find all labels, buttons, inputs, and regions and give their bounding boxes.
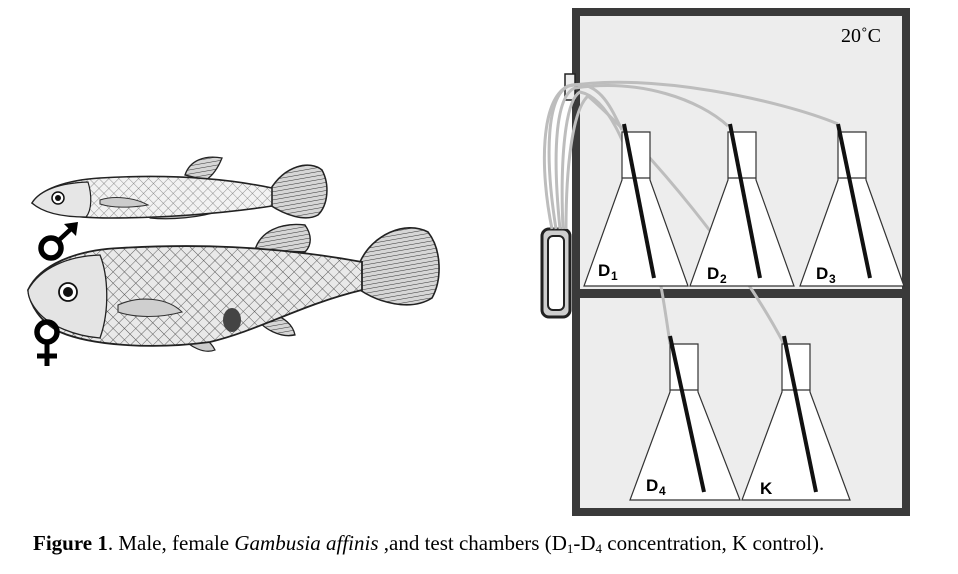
flask-d2: D 2 [689, 123, 795, 287]
temperature-label: 20˚C [841, 25, 881, 47]
species-name: Gambusia affinis [234, 531, 379, 555]
caption-text-3: -D [573, 531, 596, 555]
flask-label: D [646, 476, 658, 495]
flask-d3: D 3 [799, 123, 905, 287]
caption-sub-2: 4 [595, 541, 603, 556]
flask-d4: D 4 [629, 335, 741, 501]
caption-sub-1: 1 [566, 541, 574, 556]
female-symbol-icon [34, 319, 60, 366]
flask-label: D [816, 264, 828, 283]
flask-label: D [598, 261, 610, 280]
caption-text-2: ,and test chambers (D [378, 531, 567, 555]
female-fish-illustration [27, 223, 440, 352]
flask-label-sub: 2 [720, 272, 727, 286]
flask-label-sub: 3 [829, 272, 836, 286]
figure-number: Figure 1 [33, 531, 108, 555]
figure-caption: Figure 1. Male, female Gambusia affinis … [33, 529, 953, 557]
male-fish-illustration [30, 156, 328, 220]
flask-d1: D 1 [583, 123, 689, 287]
caption-text-1: . Male, female [107, 531, 235, 555]
flask-label: K [760, 479, 773, 498]
flask-label: D [707, 264, 719, 283]
flask-k: K [741, 335, 851, 501]
flask-label-sub: 1 [611, 269, 618, 283]
flask-label-sub: 4 [659, 484, 666, 498]
caption-text-4: concentration, K control). [602, 531, 825, 555]
cabinet-shelf [580, 289, 902, 298]
male-symbol-icon [38, 222, 78, 261]
